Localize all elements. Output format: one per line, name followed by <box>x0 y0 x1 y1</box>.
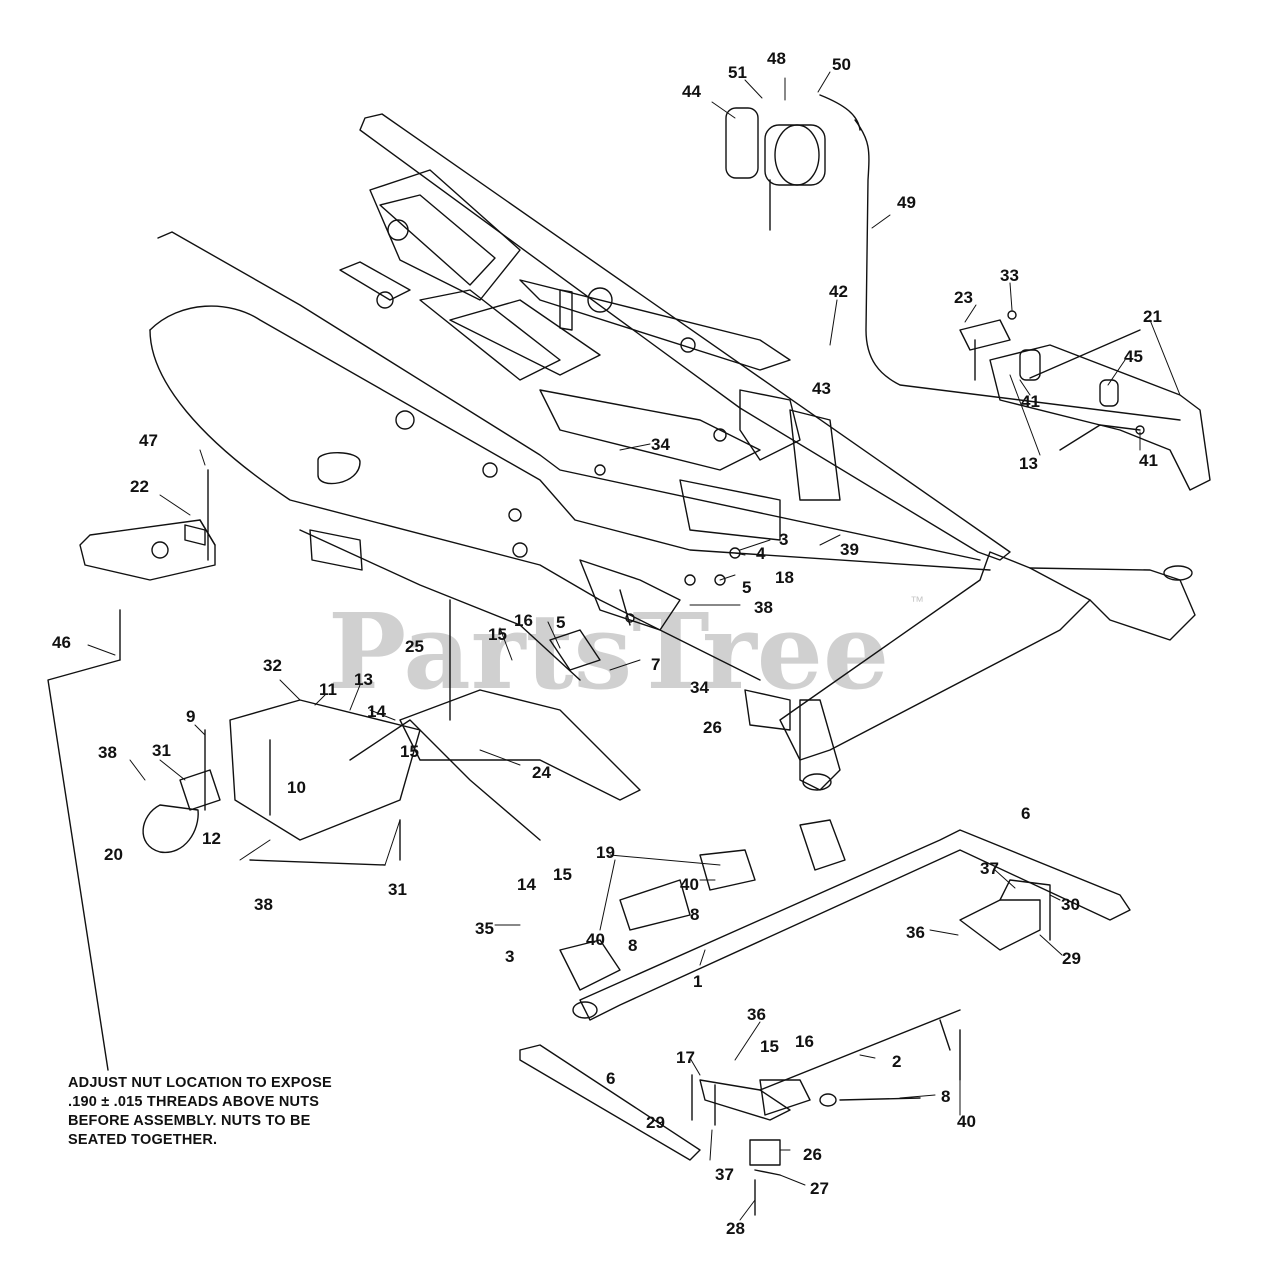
callout-label: 21 <box>1143 307 1162 326</box>
watermark-brand: PartsTree <box>328 590 889 713</box>
callout-label: 41 <box>1139 451 1158 470</box>
assembly-note-line: ADJUST NUT LOCATION TO EXPOSE <box>68 1075 332 1091</box>
callout-label: 10 <box>287 778 306 797</box>
callout-label: 30 <box>1061 895 1080 914</box>
callout-label: 5 <box>742 578 751 597</box>
callout-label: 31 <box>388 880 407 899</box>
callout-label: 50 <box>832 55 851 74</box>
callout-label: 35 <box>475 919 494 938</box>
callout-label: 45 <box>1124 347 1143 366</box>
callout-label: 6 <box>1021 804 1030 823</box>
callout-label: 38 <box>98 743 117 762</box>
callout-label: 46 <box>52 633 71 652</box>
callout-label: 49 <box>897 193 916 212</box>
watermark-trademark: ™ <box>910 593 924 609</box>
watermark: PartsTree ™ <box>328 590 924 713</box>
assembly-note-line: SEATED TOGETHER. <box>68 1132 218 1148</box>
assembly-note-line: BEFORE ASSEMBLY. NUTS TO BE <box>68 1113 311 1129</box>
callout-label: 23 <box>954 288 973 307</box>
callout-label: 15 <box>488 625 507 644</box>
callout-label: 40 <box>680 875 699 894</box>
callout-label: 37 <box>980 859 999 878</box>
callout-label: 12 <box>202 829 221 848</box>
callout-label: 8 <box>690 905 699 924</box>
callout-label: 40 <box>957 1112 976 1131</box>
callout-label: 32 <box>263 656 282 675</box>
callout-label: 19 <box>596 843 615 862</box>
callout-label: 11 <box>319 680 337 699</box>
callout-label: 15 <box>400 742 419 761</box>
callout-label: 3 <box>779 530 788 549</box>
callout-label: 41 <box>1021 392 1040 411</box>
callout-label: 29 <box>646 1113 665 1132</box>
callout-label: 31 <box>152 741 171 760</box>
right-linkage <box>959 310 1211 491</box>
callout-label: 13 <box>354 670 373 689</box>
callout-label: 7 <box>651 655 660 674</box>
callout-label: 27 <box>810 1179 829 1198</box>
callout-label: 25 <box>405 637 424 656</box>
middle-brackets <box>549 547 791 731</box>
callout-label: 40 <box>586 930 605 949</box>
callout-label: 8 <box>628 936 637 955</box>
callout-label: 15 <box>553 865 572 884</box>
callout-label: 8 <box>941 1087 950 1106</box>
callout-label: 48 <box>767 49 786 68</box>
callout-label: 39 <box>840 540 859 559</box>
assembly-note: ADJUST NUT LOCATION TO EXPOSE .190 ± .01… <box>68 1074 398 1150</box>
callout-label: 44 <box>682 82 701 101</box>
callout-label: 26 <box>703 718 722 737</box>
callout-label: 42 <box>829 282 848 301</box>
callout-label: 13 <box>1019 454 1038 473</box>
callout-label: 36 <box>906 923 925 942</box>
assembly-note-line: .190 ± .015 THREADS ABOVE NUTS <box>68 1094 320 1110</box>
callout-label: 1 <box>693 972 702 991</box>
callout-label: 34 <box>690 678 709 697</box>
callout-label: 24 <box>532 763 551 782</box>
callout-label: 20 <box>104 845 123 864</box>
switch-assembly <box>725 107 826 231</box>
callout-label: 29 <box>1062 949 1081 968</box>
callout-label: 17 <box>676 1048 695 1067</box>
callout-label: 16 <box>795 1032 814 1051</box>
callout-label: 4 <box>756 544 766 563</box>
callout-label: 15 <box>760 1037 779 1056</box>
callout-label: 5 <box>556 613 565 632</box>
callout-label: 43 <box>812 379 831 398</box>
callout-labels: 51 48 50 44 49 33 42 23 21 45 43 41 13 4… <box>52 49 1162 1238</box>
callout-label: 22 <box>130 477 149 496</box>
leader-lines <box>87 71 1181 1221</box>
callout-label: 37 <box>715 1165 734 1184</box>
callout-label: 38 <box>754 598 773 617</box>
callout-label: 6 <box>606 1069 615 1088</box>
callout-label: 3 <box>505 947 514 966</box>
callout-label: 34 <box>651 435 670 454</box>
lower-shaft <box>559 819 1131 1021</box>
callout-label: 16 <box>514 611 533 630</box>
callout-label: 14 <box>517 875 536 894</box>
front-axle <box>779 551 1196 791</box>
bottom-linkage <box>519 1009 961 1216</box>
callout-label: 2 <box>892 1052 901 1071</box>
callout-label: 14 <box>367 702 386 721</box>
callout-label: 9 <box>186 707 195 726</box>
callout-label: 47 <box>139 431 158 450</box>
callout-label: 18 <box>775 568 794 587</box>
callout-label: 51 <box>728 63 747 82</box>
callout-label: 28 <box>726 1219 745 1238</box>
callout-label: 38 <box>254 895 273 914</box>
callout-label: 26 <box>803 1145 822 1164</box>
column-tube <box>819 94 1181 421</box>
callout-label: 36 <box>747 1005 766 1024</box>
pedal-assembly <box>47 469 641 1071</box>
callout-label: 33 <box>1000 266 1019 285</box>
